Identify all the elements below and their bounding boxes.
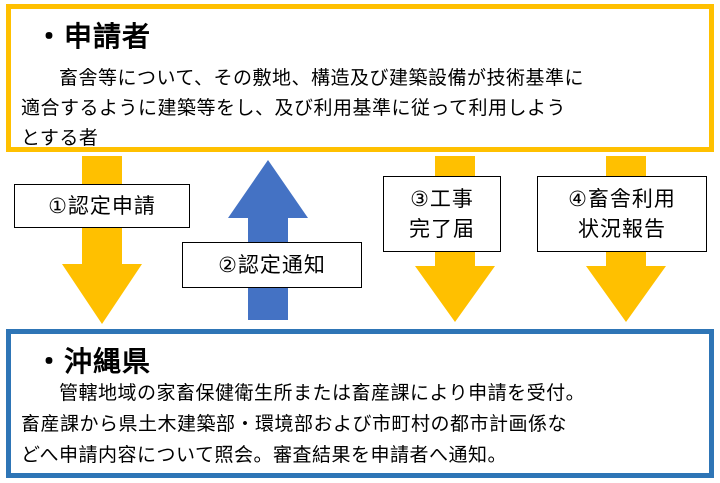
okinawa-line: どへ申請内容について照会。審査結果を申請者へ通知。 xyxy=(21,444,507,466)
step-label-completion: ③工事 完了届 xyxy=(383,176,501,252)
okinawa-line: 畜産課から県土木建築部・環境部および市町村の都市計画係な xyxy=(21,413,568,435)
step-text: ④畜舎利用 xyxy=(568,187,676,211)
step-text: 完了届 xyxy=(409,217,475,241)
applicant-title: ・申請者 xyxy=(35,20,152,53)
step-text: ①認定申請 xyxy=(48,194,156,218)
okinawa-box: ・沖縄県 管轄地域の家畜保健衛生所または畜産課により申請を受付。 畜産課から県土… xyxy=(6,329,714,478)
step-label-notification: ②認定通知 xyxy=(182,242,362,288)
okinawa-line: 管轄地域の家畜保健衛生所または畜産課により申請を受付。 xyxy=(59,382,586,404)
arrow-up-2 xyxy=(228,160,308,320)
applicant-box: ・申請者 畜舎等について、その敷地、構造及び建築設備が技術基準に 適合するように… xyxy=(6,4,714,152)
applicant-line: とする者 xyxy=(21,127,99,149)
okinawa-description: 管轄地域の家畜保健衛生所または畜産課により申請を受付。 畜産課から県土木建築部・… xyxy=(21,378,701,471)
okinawa-title: ・沖縄県 xyxy=(35,345,152,378)
step-text: ③工事 xyxy=(410,187,474,211)
applicant-line: 畜舎等について、その敷地、構造及び建築設備が技術基準に xyxy=(59,67,584,89)
step-text: 状況報告 xyxy=(578,217,666,241)
applicant-description: 畜舎等について、その敷地、構造及び建築設備が技術基準に 適合するように建築等をし… xyxy=(21,63,701,153)
applicant-line: 適合するように建築等をし、及び利用基準に従って利用しよう xyxy=(21,97,567,119)
step-text: ②認定通知 xyxy=(218,253,326,277)
arrow-down-1 xyxy=(62,156,142,324)
step-label-application: ①認定申請 xyxy=(14,184,190,228)
step-label-usage-report: ④畜舎利用 状況報告 xyxy=(537,176,707,252)
